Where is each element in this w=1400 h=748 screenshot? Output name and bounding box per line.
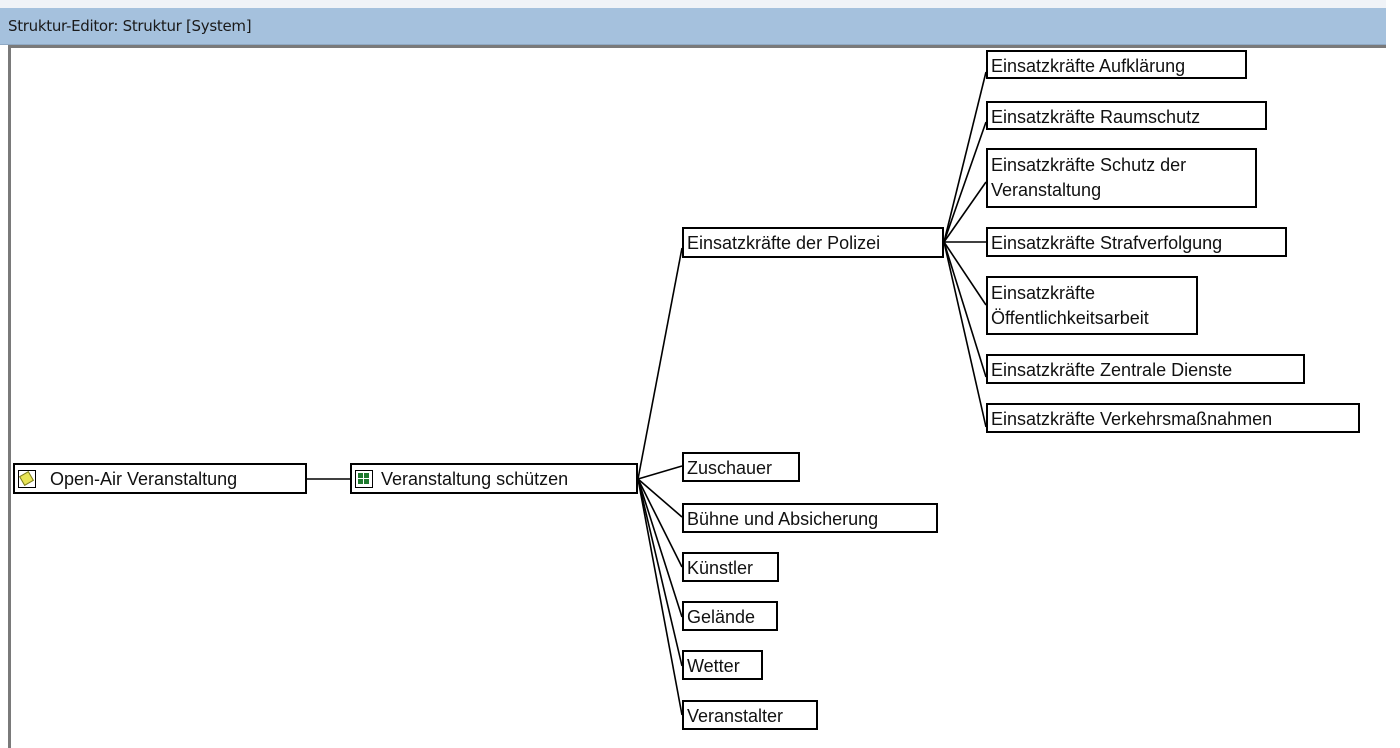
node-label: Künstler [687, 558, 754, 578]
node-label: Einsatzkräfte Verkehrsmaßnahmen [991, 409, 1273, 429]
window-title: Struktur-Editor: Struktur [System] [8, 17, 252, 35]
title-bar: Struktur-Editor: Struktur [System] [0, 8, 1386, 45]
node-label: Einsatzkräfte Öffentlichkeitsarbeit [991, 283, 1149, 328]
tree-node-veranstaltung-schuetzen[interactable]: Veranstaltung schützen [350, 463, 638, 494]
tree-node-buehne[interactable]: Bühne und Absicherung [682, 503, 938, 533]
tree-node-veranstalter[interactable]: Veranstalter [682, 700, 818, 730]
node-label: Einsatzkräfte Zentrale Dienste [991, 360, 1233, 380]
node-label: Gelände [687, 607, 756, 627]
window-top-edge [0, 0, 1386, 8]
tree-node-strafverfolgung[interactable]: Einsatzkräfte Strafverfolgung [986, 227, 1287, 257]
node-label: Veranstaltung schützen [381, 469, 569, 489]
tree-node-aufklaerung[interactable]: Einsatzkräfte Aufklärung [986, 50, 1247, 79]
node-label: Zuschauer [687, 458, 773, 478]
node-label: Einsatzkräfte Aufklärung [991, 56, 1186, 76]
node-label: Bühne und Absicherung [687, 509, 879, 529]
tree-node-schutz-der-veranstaltung[interactable]: Einsatzkräfte Schutz der Veranstaltung [986, 148, 1257, 208]
tree-node-verkehrsmassnahmen[interactable]: Einsatzkräfte Verkehrsmaßnahmen [986, 403, 1360, 433]
node-label: Einsatzkräfte Schutz der Veranstaltung [991, 155, 1187, 200]
event-icon [18, 469, 36, 488]
node-label: Wetter [687, 656, 740, 676]
tree-node-wetter[interactable]: Wetter [682, 650, 763, 680]
tree-node-zentrale-dienste[interactable]: Einsatzkräfte Zentrale Dienste [986, 354, 1305, 384]
node-label: Veranstalter [687, 706, 784, 726]
node-label: Open-Air Veranstaltung [50, 469, 238, 489]
tree-node-raumschutz[interactable]: Einsatzkräfte Raumschutz [986, 101, 1267, 130]
tree-node-zuschauer[interactable]: Zuschauer [682, 452, 800, 482]
tree-node-gelaende[interactable]: Gelände [682, 601, 778, 631]
tree-node-root[interactable]: Open-Air Veranstaltung [13, 463, 307, 494]
node-label: Einsatzkräfte Strafverfolgung [991, 233, 1223, 253]
node-label: Einsatzkräfte Raumschutz [991, 107, 1201, 127]
tree-node-kuenstler[interactable]: Künstler [682, 552, 779, 582]
tree-node-oeffentlichkeitsarbeit[interactable]: Einsatzkräfte Öffentlichkeitsarbeit [986, 276, 1198, 335]
grid-icon [355, 469, 373, 488]
tree-node-einsatzkraefte-polizei[interactable]: Einsatzkräfte der Polizei [682, 227, 944, 258]
node-label: Einsatzkräfte der Polizei [687, 233, 881, 253]
